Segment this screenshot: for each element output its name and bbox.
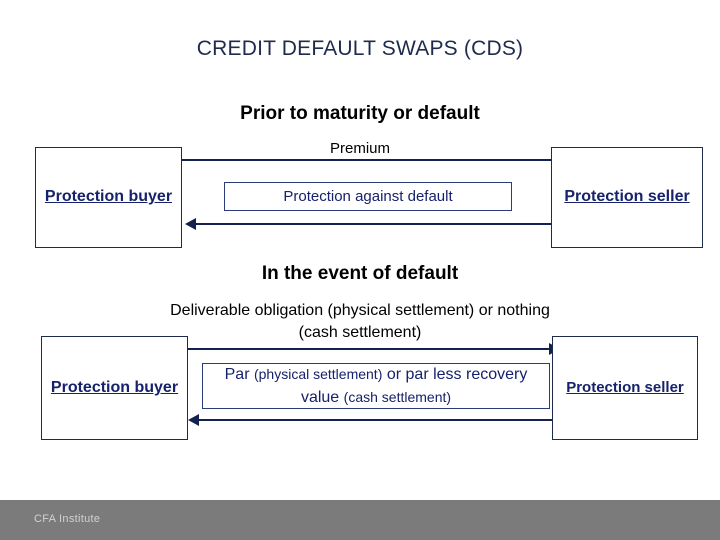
payment-arrow-head-left bbox=[188, 414, 199, 426]
footer-band bbox=[0, 500, 720, 540]
protection-against-default-box[interactable]: Protection against default bbox=[224, 182, 512, 211]
protection-seller-label-top: Protection seller bbox=[564, 188, 690, 206]
protection-buyer-label-top: Protection buyer bbox=[44, 188, 173, 206]
section-heading-prior: Prior to maturity or default bbox=[240, 103, 480, 124]
par-settlement-box[interactable]: Par (physical settlement) or par less re… bbox=[202, 363, 550, 409]
page-title: CREDIT DEFAULT SWAPS (CDS) bbox=[196, 37, 524, 60]
par-settlement-label: Par (physical settlement) or par less re… bbox=[209, 363, 543, 409]
section-heading-default: In the event of default bbox=[261, 263, 459, 284]
premium-caption: Premium bbox=[329, 140, 390, 157]
par-word-5: recovery value bbox=[300, 366, 528, 406]
protection-arrow-head-left bbox=[185, 218, 196, 230]
par-word-6: (cash settlement) bbox=[343, 389, 452, 405]
protection-arrow-line bbox=[196, 223, 558, 225]
protection-seller-box-top[interactable]: Protection seller bbox=[551, 147, 703, 248]
par-word-3: or bbox=[386, 366, 402, 383]
par-word-4: par less bbox=[405, 366, 462, 383]
protection-buyer-box-top[interactable]: Protection buyer bbox=[35, 147, 182, 248]
cfa-institute-logo: CFA Institute bbox=[34, 513, 101, 525]
protection-against-default-label: Protection against default bbox=[283, 188, 453, 205]
protection-buyer-box-bottom[interactable]: Protection buyer bbox=[41, 336, 188, 440]
protection-seller-label-bottom: Protection seller bbox=[566, 379, 684, 397]
premium-arrow-line bbox=[182, 159, 558, 161]
obligation-arrow-line bbox=[188, 348, 558, 350]
par-word-1: Par bbox=[224, 366, 250, 383]
payment-arrow-line bbox=[199, 419, 561, 421]
protection-seller-box-bottom[interactable]: Protection seller bbox=[552, 336, 698, 440]
par-word-2: (physical settlement) bbox=[253, 366, 383, 382]
deliverable-obligation-caption: Deliverable obligation (physical settlem… bbox=[170, 302, 550, 341]
protection-buyer-label-bottom: Protection buyer bbox=[50, 378, 179, 396]
